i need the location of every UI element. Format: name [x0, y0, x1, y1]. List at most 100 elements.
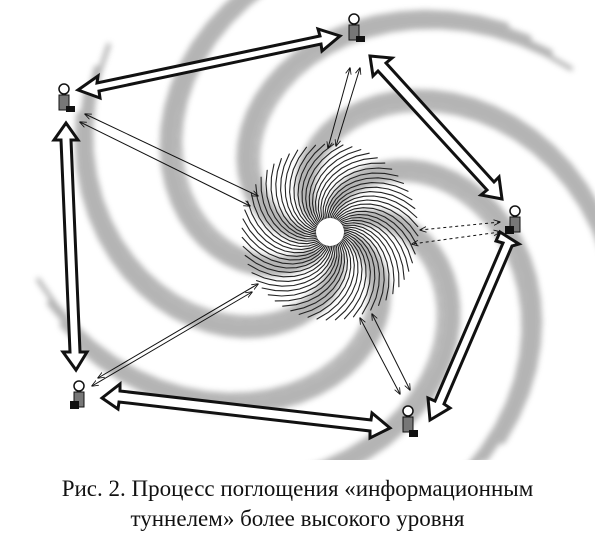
- pentagon-arrows: [51, 26, 523, 441]
- flow-line-right-2: [412, 232, 500, 244]
- galaxy-arm-stroke: [347, 209, 461, 460]
- vortex-stroke: [329, 191, 416, 223]
- person-at-computer-icon: [58, 83, 75, 112]
- galaxy-arm-stroke: [248, 19, 553, 235]
- galaxy-arm-stroke: [236, 9, 510, 241]
- vortex-stroke: [265, 169, 322, 240]
- vortex-stroke: [336, 216, 410, 272]
- galaxy-arm-stroke: [324, 221, 442, 460]
- vortex-stroke: [293, 144, 321, 232]
- galaxy-arm-stroke: [301, 95, 595, 223]
- galaxy-arm-stroke: [330, 164, 538, 460]
- vortex-stroke: [261, 240, 336, 292]
- vortex-stroke: [334, 233, 363, 321]
- vortex-stroke: [316, 235, 355, 320]
- figure-caption: Рис. 2. Процесс поглощения «информационн…: [0, 474, 595, 534]
- vortex-stroke: [267, 240, 338, 297]
- galaxy-arm-stroke: [242, 14, 532, 238]
- flow-line-right: [420, 222, 500, 230]
- person-node-right: [505, 205, 521, 234]
- vortex-stroke: [328, 186, 413, 223]
- vortex-stroke: [339, 230, 376, 315]
- vortex-stroke: [247, 241, 332, 278]
- galaxy-arm-stroke: [341, 213, 455, 460]
- vortex-stroke: [255, 184, 324, 245]
- vortex-stroke: [241, 227, 328, 261]
- vortex-stroke: [290, 238, 346, 312]
- information-flow-lines: [80, 68, 500, 394]
- person-node-top: [348, 13, 365, 42]
- vortex-stroke: [338, 228, 385, 306]
- vortex-stroke: [298, 237, 349, 315]
- vortex-stroke: [307, 236, 352, 318]
- vortex-stroke: [250, 192, 324, 248]
- vortex-stroke: [338, 224, 395, 295]
- vortex-stroke: [284, 149, 321, 234]
- vortex-stroke: [256, 240, 334, 287]
- vortex-stroke: [331, 199, 419, 228]
- vortex-stroke: [260, 176, 323, 242]
- vortex-stroke: [297, 143, 326, 231]
- vortex-stroke: [339, 232, 367, 320]
- vortex-stroke: [301, 143, 335, 230]
- vortex-stroke: [311, 149, 362, 227]
- vortex-stroke: [317, 157, 378, 226]
- vortex-diagram: [36, 0, 595, 460]
- vortex-stroke: [242, 241, 330, 269]
- arrow-bottom: [99, 380, 393, 441]
- vortex-stroke: [335, 213, 413, 264]
- person-at-computer-icon: [348, 13, 365, 42]
- caption-line-2: туннелем» более высокого уровня: [130, 506, 465, 531]
- arrow-top-right: [368, 54, 504, 201]
- arrow-right-bottom: [426, 229, 523, 423]
- flow-line-top-2: [328, 68, 350, 148]
- vortex-stroke: [339, 229, 380, 311]
- vortex-stroke: [333, 207, 418, 246]
- person-node-bottom-left: [70, 380, 85, 409]
- vortex-stroke: [320, 162, 386, 225]
- vortex-stroke: [251, 241, 333, 282]
- vortex-stroke: [275, 158, 322, 236]
- vortex-stroke: [332, 203, 419, 237]
- vortex-stroke: [339, 231, 371, 318]
- vortex-stroke: [322, 167, 393, 224]
- galaxy-arm-stroke: [295, 89, 595, 219]
- person-at-computer-icon: [402, 405, 418, 437]
- vortex-stroke: [324, 172, 399, 224]
- vortex-stroke: [282, 238, 343, 307]
- flow-line-left-2: [80, 122, 250, 206]
- galaxy-arm-stroke: [159, 0, 321, 277]
- arrow-left-top: [74, 26, 344, 101]
- person-at-computer-icon: [70, 380, 85, 409]
- vortex-stroke: [334, 210, 416, 255]
- vortex-stroke: [338, 226, 390, 301]
- person-at-computer-icon: [505, 205, 521, 234]
- person-node-left: [58, 83, 75, 112]
- vortex-core: [316, 218, 344, 246]
- person-node-bottom-right: [402, 405, 418, 437]
- arrow-left-vertical: [51, 120, 90, 373]
- vortex-icon: [241, 143, 419, 321]
- vortex-stroke: [330, 195, 418, 223]
- vortex-stroke: [270, 163, 322, 238]
- vortex-stroke: [314, 152, 370, 226]
- vortex-stroke: [336, 219, 405, 280]
- vortex-stroke: [337, 222, 400, 288]
- vortex-stroke: [274, 239, 340, 302]
- vortex-stroke: [244, 241, 331, 273]
- galaxy-arm-stroke: [327, 159, 543, 445]
- flow-line-bottom-right-2: [372, 314, 410, 390]
- vortex-stroke: [327, 182, 409, 223]
- vortex-stroke: [326, 177, 404, 224]
- vortex-stroke: [244, 209, 326, 254]
- vortex-stroke: [289, 146, 321, 233]
- vortex-stroke: [280, 153, 321, 235]
- vortex-stroke: [305, 144, 344, 229]
- vortex-stroke: [325, 234, 359, 321]
- caption-line-1: Рис. 2. Процесс поглощения «информационн…: [61, 476, 534, 501]
- vortex-stroke: [242, 218, 327, 257]
- flow-line-bottom-left-2: [92, 292, 252, 386]
- vortex-stroke: [308, 146, 353, 228]
- vortex-stroke: [247, 200, 325, 251]
- vortex-stroke: [241, 236, 329, 265]
